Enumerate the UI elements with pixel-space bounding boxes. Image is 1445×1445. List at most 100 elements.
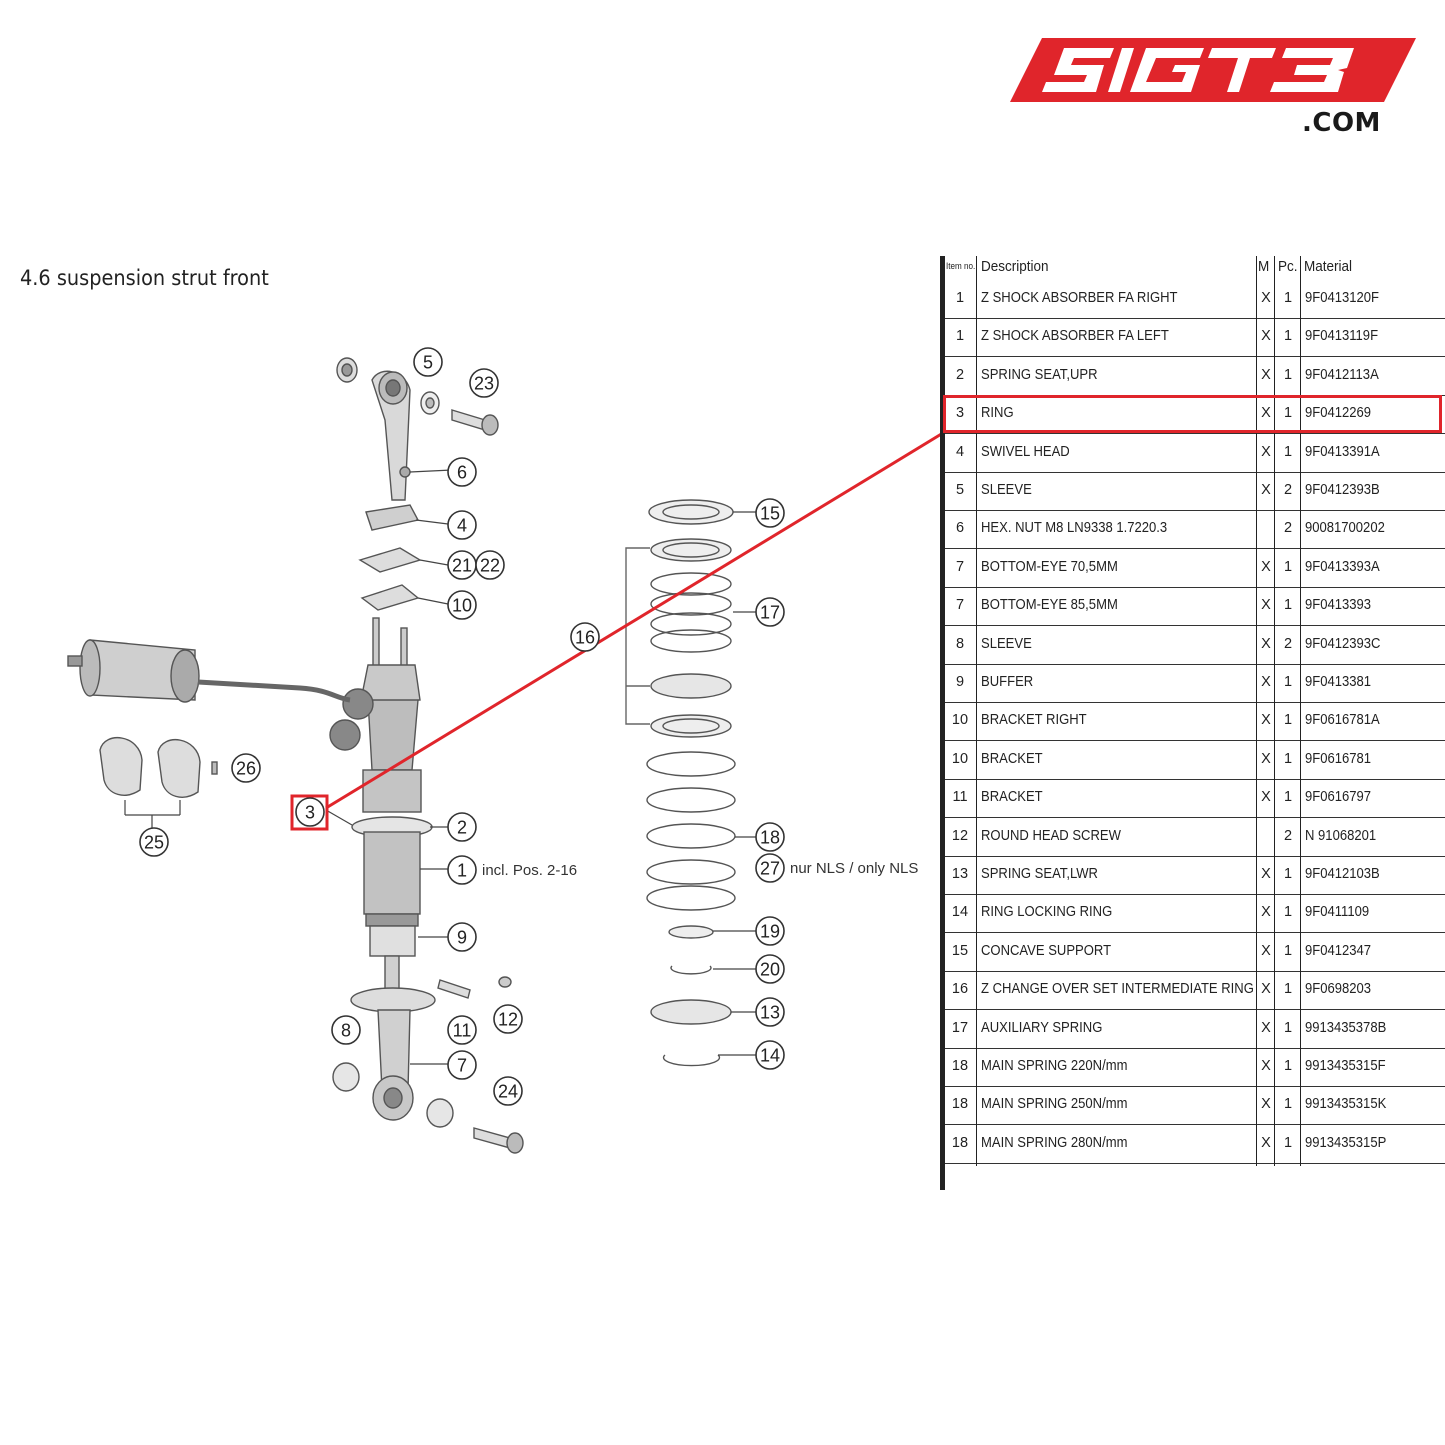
cell-description: SPRING SEAT,LWR <box>981 866 1098 882</box>
cell-material: 9913435378B <box>1305 1019 1387 1036</box>
part-clamp <box>99 736 143 796</box>
callout-circle <box>139 827 169 857</box>
header-description: Description <box>981 258 1049 275</box>
callout-number: 22 <box>480 556 500 576</box>
callout-number: 24 <box>498 1082 518 1102</box>
callout-number: 23 <box>474 374 494 394</box>
cell-pc: 2 <box>1283 827 1293 844</box>
callout-number: 25 <box>144 833 164 853</box>
cell-material: 9F0413120F <box>1305 290 1380 306</box>
cell-pc: 2 <box>1283 635 1293 652</box>
callout-circle <box>755 1040 785 1070</box>
header-m: M <box>1258 258 1270 275</box>
callout-number: 12 <box>498 1010 518 1030</box>
cell-pc: 1 <box>1283 1096 1293 1113</box>
callout-circle <box>295 797 325 827</box>
cell-pc: 1 <box>1283 443 1293 460</box>
cell-m: X <box>1261 1096 1271 1113</box>
cell-pc: 1 <box>1283 1019 1293 1036</box>
cell-m: X <box>1261 1019 1271 1036</box>
callout-number: 6 <box>457 463 467 483</box>
callout-circle <box>447 1050 477 1080</box>
cell-material: 9F0413391A <box>1305 443 1380 460</box>
cell-pc: 2 <box>1283 520 1293 537</box>
cell-pc: 1 <box>1283 789 1293 806</box>
cell-m: X <box>1261 328 1271 345</box>
cell-pc: 1 <box>1283 1134 1293 1151</box>
cell-description: BOTTOM-EYE 85,5MM <box>981 597 1118 614</box>
logo-domain: .COM <box>1302 108 1381 138</box>
part-bottom-eye <box>350 987 436 1121</box>
cell-material: 9F0412269 <box>1305 405 1372 422</box>
cell-item-no: 10 <box>951 750 969 767</box>
callout-circle <box>755 997 785 1027</box>
cell-description: SLEEVE <box>981 635 1032 652</box>
cell-material: 9913435315K <box>1305 1096 1387 1113</box>
cell-material: N 91068201 <box>1305 827 1377 844</box>
part-plate-upper <box>358 547 422 573</box>
callout-circle <box>570 622 600 652</box>
header-pc: Pc. <box>1278 258 1298 275</box>
cell-m: X <box>1261 1134 1271 1151</box>
cell-item-no: 17 <box>951 1019 969 1036</box>
callout-number: 27 <box>760 859 780 879</box>
cell-item-no: 15 <box>951 942 969 959</box>
cell-pc: 1 <box>1283 290 1293 306</box>
callout-number: 10 <box>452 596 472 616</box>
part-bolt-top <box>451 409 499 436</box>
header-material: Material <box>1304 258 1353 275</box>
cell-m: X <box>1261 1058 1271 1074</box>
cell-item-no: 3 <box>955 405 965 422</box>
callout-number: 20 <box>760 960 780 980</box>
cell-m: X <box>1261 712 1271 729</box>
callout-number: 26 <box>236 759 256 779</box>
cell-m: X <box>1261 981 1271 998</box>
cell-pc: 1 <box>1283 750 1293 767</box>
callout-circle <box>755 822 785 852</box>
cell-material: 9F0412393C <box>1305 635 1381 652</box>
note-only-nls: nur NLS / only NLS <box>790 860 918 877</box>
cell-material: 9F0413393 <box>1305 597 1372 614</box>
callout-circle <box>413 347 443 377</box>
callout-circle <box>447 1015 477 1045</box>
cell-description: SLEEVE <box>981 482 1032 498</box>
cell-item-no: 14 <box>951 904 969 921</box>
cell-item-no: 16 <box>951 981 969 998</box>
cell-material: 9913435315F <box>1305 1058 1386 1074</box>
cell-description: RING LOCKING RING <box>981 904 1113 921</box>
brand-logo <box>1010 38 1416 102</box>
cell-pc: 1 <box>1283 866 1293 882</box>
part-swivel-head <box>365 370 420 531</box>
cell-item-no: 1 <box>955 328 965 345</box>
part-reservoir <box>67 639 351 703</box>
cell-m: X <box>1261 674 1271 690</box>
callout-circle <box>493 1076 523 1106</box>
cell-m: X <box>1261 558 1271 575</box>
cell-m: X <box>1261 904 1271 921</box>
cell-description: CONCAVE SUPPORT <box>981 942 1112 959</box>
cell-item-no: 11 <box>952 789 968 806</box>
cell-item-no: 8 <box>955 635 965 652</box>
callout-circle <box>755 916 785 946</box>
part-spring-stack <box>646 499 736 1067</box>
callout-circle <box>755 954 785 984</box>
cell-material: 9F0413119F <box>1305 328 1379 345</box>
cell-material: 9F0412347 <box>1305 942 1372 959</box>
section-title: 4.6 suspension strut front <box>20 266 269 290</box>
part-shock-body <box>351 664 433 1002</box>
cell-m: X <box>1261 866 1271 882</box>
part-bracket <box>360 584 420 611</box>
cell-description: HEX. NUT M8 LN9338 1.7220.3 <box>981 520 1168 537</box>
callout-number: 4 <box>457 516 467 536</box>
highlighted-row-frame <box>943 395 1442 433</box>
